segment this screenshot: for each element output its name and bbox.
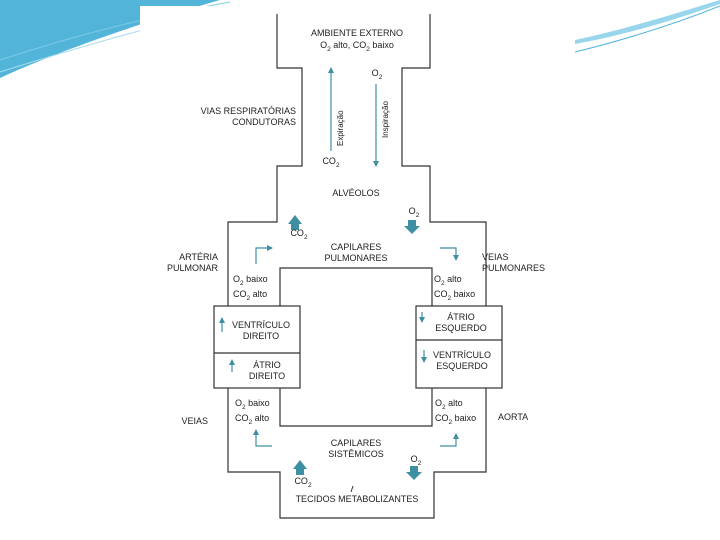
alveoli-label: ALVÉOLOS [332, 188, 380, 198]
inspiration-label: Inspiração [381, 101, 390, 138]
external-environment-gases: O2 alto, CO2 baixo [320, 40, 394, 53]
co2-tissues-label: CO2 [294, 476, 312, 489]
pulmonary-flow-arrow-right [440, 247, 459, 261]
co2-alveoli-label: CO2 [290, 228, 308, 241]
aorta-label: AORTA [498, 412, 529, 422]
pulmonary-flow-arrow-left [255, 245, 273, 264]
o2-alveoli-label: O2 [408, 206, 420, 219]
o2-down-arrow-alveoli [404, 220, 420, 234]
o2-tissues-label: O2 [410, 454, 422, 467]
o2-airway-label: O2 [371, 68, 383, 81]
veins-label: VEIAS [181, 416, 208, 426]
co2-up-arrow-tissues [293, 460, 307, 475]
diagram-lines [213, 14, 503, 519]
external-environment-title: AMBIENTE EXTERNO [310, 28, 403, 38]
respiratory-circulation-diagram: AMBIENTE EXTERNO O2 alto, CO2 baixo VIAS… [140, 6, 574, 530]
expiration-label: Expiração [336, 110, 345, 146]
systemic-flow-arrow-left [253, 429, 272, 447]
co2-airway-label: CO2 [322, 156, 340, 169]
co2-up-arrow-alveoli [288, 215, 302, 230]
o2-down-arrow-tissues [406, 466, 422, 480]
metabolizing-tissues-label: TECIDOS METABOLIZANTES [295, 494, 419, 504]
systemic-flow-arrow-right [440, 433, 459, 447]
